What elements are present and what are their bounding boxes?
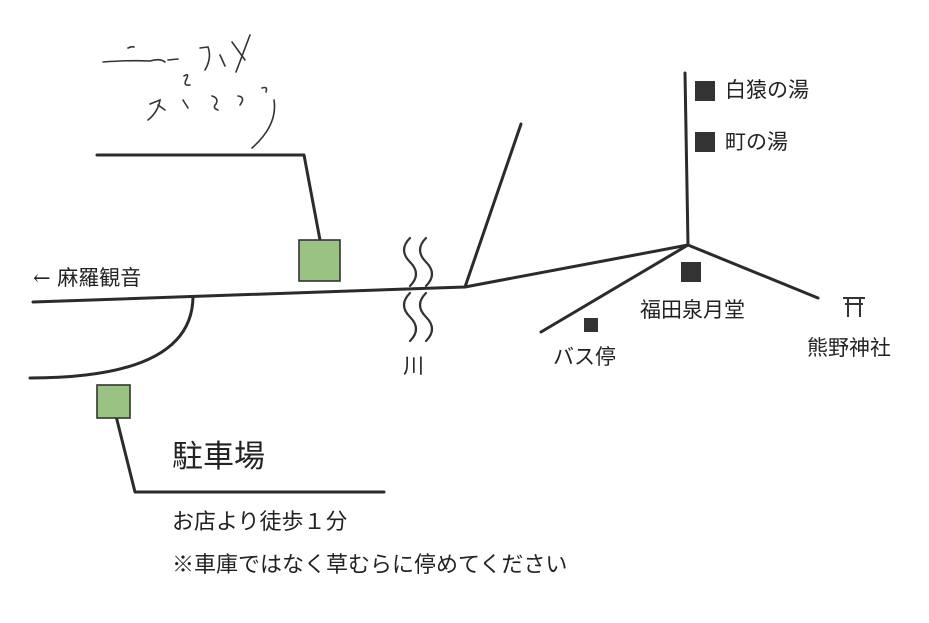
machi-onsen-marker[interactable]	[695, 132, 715, 152]
shop-logo	[102, 34, 276, 149]
fukuda-senkeido-marker[interactable]	[681, 262, 701, 282]
parking-note-rule: ※車庫ではなく草むらに停めてください	[172, 553, 568, 578]
bus-stop-label: バス停	[553, 345, 616, 369]
shop-marker[interactable]	[298, 239, 341, 282]
parking-lead-line	[113, 410, 386, 494]
road-to-parking	[28, 295, 195, 380]
kumano-shrine-label: 熊野神社	[807, 336, 891, 360]
river-label: 川	[403, 354, 424, 378]
machi-onsen-label: 町の湯	[725, 130, 788, 154]
bus-stop-marker[interactable]	[584, 318, 598, 332]
road-to-shop	[95, 153, 322, 242]
fukuda-senkeido-label: 福田泉月堂	[640, 298, 745, 322]
road-to-onsen	[683, 71, 690, 247]
road-to-bus-stop	[539, 243, 690, 334]
parking-label: 駐車場	[172, 439, 265, 475]
torii-icon	[843, 297, 865, 317]
hakuen-onsen-label: 白猿の湯	[725, 78, 809, 102]
parking-marker[interactable]	[96, 384, 131, 419]
north-branch-road	[463, 122, 523, 289]
river-wave-icon	[402, 236, 434, 343]
road-to-shrine	[686, 243, 820, 300]
west-direction-label: ← 麻羅観音	[33, 266, 142, 290]
hakuen-onsen-marker[interactable]	[695, 81, 715, 101]
parking-note-walk: お店より徒歩１分	[172, 510, 348, 535]
